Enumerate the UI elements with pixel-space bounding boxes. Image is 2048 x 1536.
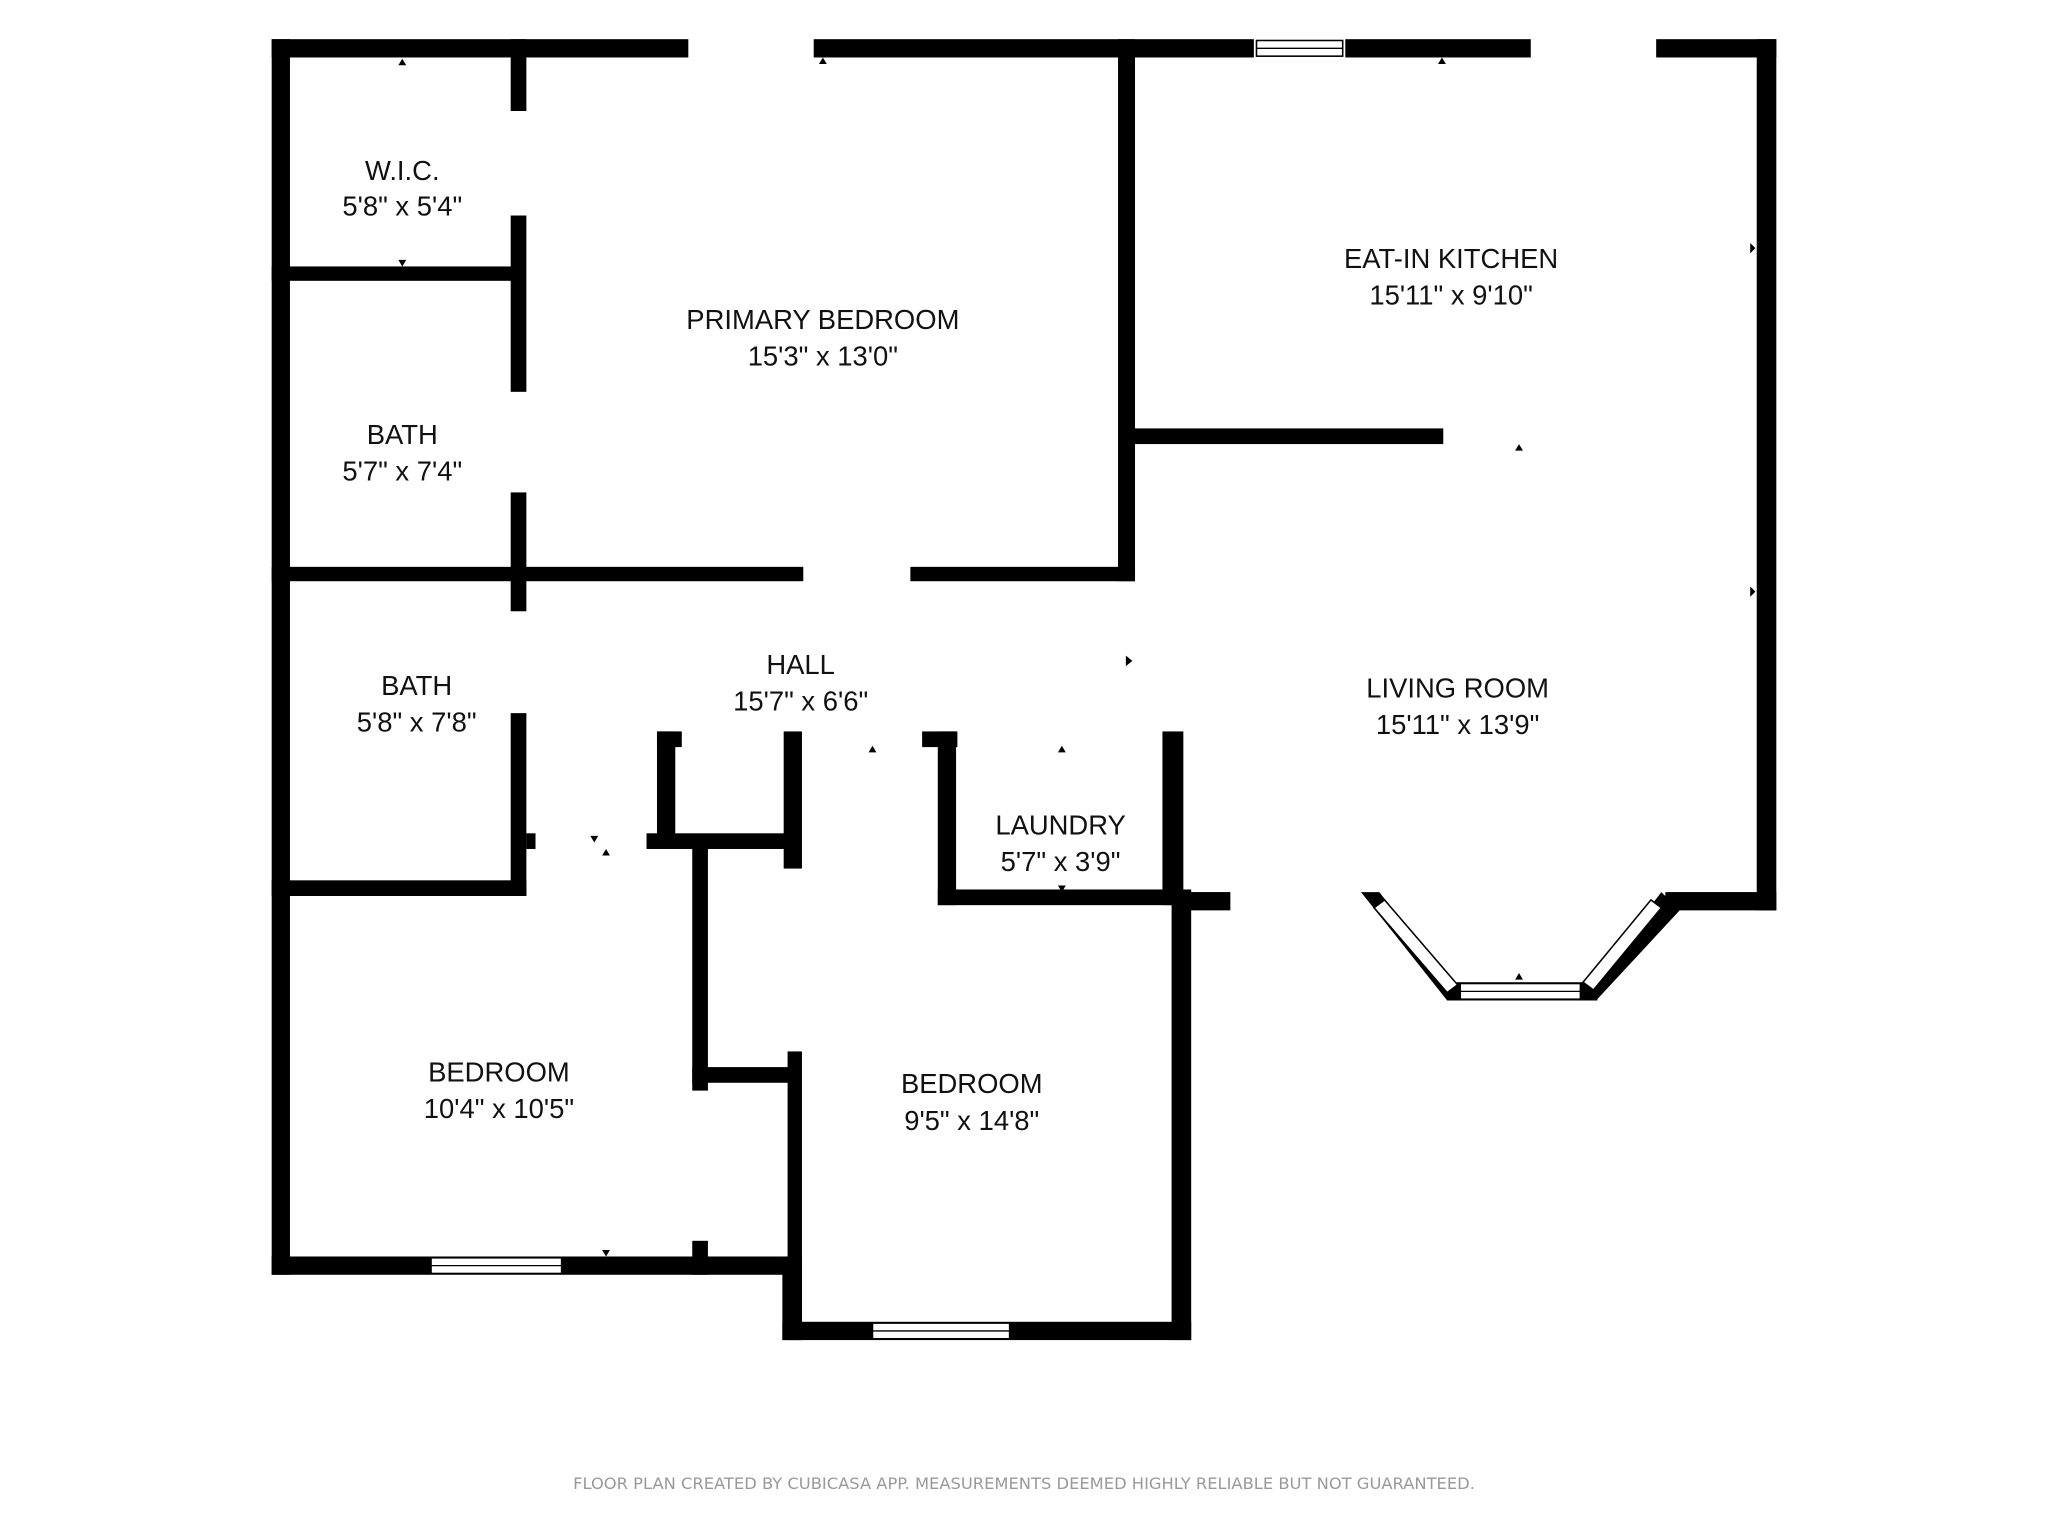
room-name-bedroom-2: BEDROOM (901, 1068, 1043, 1099)
room-size-bath-2: 5'8" x 7'8" (357, 706, 477, 737)
room-size-bedroom-1: 10'4" x 10'5" (424, 1093, 574, 1124)
dimension-arrows (398, 57, 1756, 1257)
room-labels: W.I.C. 5'8" x 5'4" PRIMARY BEDROOM 15'3"… (342, 155, 1558, 1136)
room-name-primary-bedroom: PRIMARY BEDROOM (686, 304, 959, 335)
room-name-kitchen: EAT-IN KITCHEN (1344, 243, 1558, 274)
room-name-bedroom-1: BEDROOM (428, 1056, 570, 1087)
disclaimer-footer: FLOOR PLAN CREATED BY CUBICASA APP. MEAS… (573, 1474, 1475, 1493)
windows (430, 39, 1663, 1340)
room-size-living-room: 15'11" x 13'9" (1376, 709, 1540, 740)
room-name-bath-2: BATH (381, 670, 452, 701)
room-name-bath-1: BATH (367, 419, 438, 450)
room-size-hall: 15'7" x 6'6" (733, 686, 868, 717)
room-size-wic: 5'8" x 5'4" (342, 191, 462, 222)
room-size-bath-1: 5'7" x 7'4" (342, 456, 462, 487)
room-size-kitchen: 15'11" x 9'10" (1369, 279, 1533, 310)
room-name-living-room: LIVING ROOM (1366, 672, 1549, 703)
room-name-wic: W.I.C. (365, 155, 440, 186)
walls (271, 39, 1777, 1341)
room-name-hall: HALL (766, 649, 835, 680)
room-size-laundry: 5'7" x 3'9" (1001, 846, 1121, 877)
room-size-primary-bedroom: 15'3" x 13'0" (748, 341, 898, 372)
room-size-bedroom-2: 9'5" x 14'8" (904, 1105, 1039, 1136)
room-name-laundry: LAUNDRY (995, 810, 1125, 841)
